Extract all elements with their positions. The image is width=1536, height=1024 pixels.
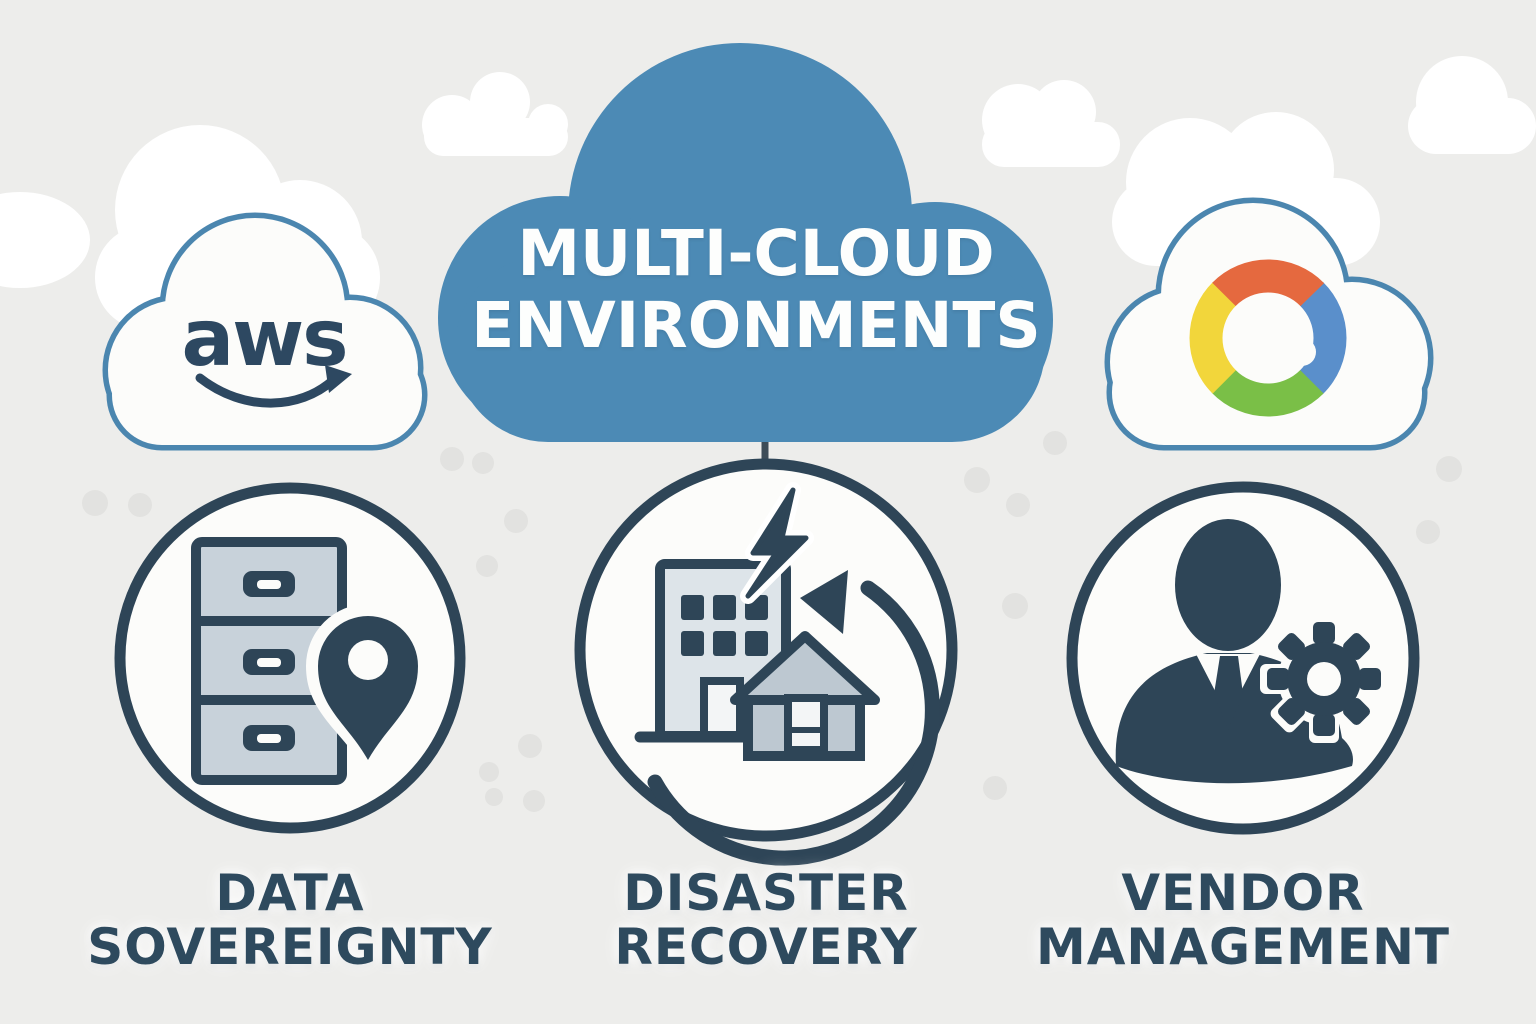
- gcp-color-ring: [1189, 259, 1347, 417]
- card-label-line: DATA: [215, 864, 365, 922]
- aws-cloud-logo: aws: [102, 212, 428, 451]
- dots-decoration: [82, 431, 1462, 812]
- necktie: [1214, 656, 1243, 730]
- aws-wordmark: aws: [181, 294, 346, 384]
- gear-icon: [1260, 615, 1388, 743]
- businessperson-gear-icon: [1115, 519, 1388, 784]
- lightning-icon: [740, 482, 814, 604]
- card-label-data-sovereignty: DATA SOVEREIGNTY: [30, 866, 550, 974]
- page-title-line2: ENVIRONMENTS: [471, 289, 1041, 362]
- card-label-line: RECOVERY: [614, 918, 918, 976]
- page-title: MULTI-CLOUD ENVIRONMENTS: [450, 218, 1062, 362]
- building-lightning-recovery-arrow-icon: [634, 482, 940, 866]
- card-label-line: MANAGEMENT: [1035, 918, 1451, 976]
- google-cloud-logo: [1104, 197, 1434, 451]
- amazon-smile-icon: [195, 365, 352, 408]
- page-title-line1: MULTI-CLOUD: [517, 217, 995, 290]
- gcp-inner-cloud: [1230, 304, 1316, 366]
- file-cabinet-icon: [191, 537, 347, 785]
- recovery-arrow-icon: [647, 570, 940, 866]
- location-pin-icon: [306, 603, 431, 774]
- card-label-line: DISASTER: [623, 864, 909, 922]
- house-icon: [730, 631, 880, 761]
- file-cabinet-location-pin-icon: [191, 537, 431, 785]
- card-label-line: SOVEREIGNTY: [87, 918, 493, 976]
- card-label-disaster-recovery: DISASTER RECOVERY: [506, 866, 1026, 974]
- cloud-decoration-top-center: [422, 72, 568, 156]
- main-cloud-shape: [438, 43, 1053, 442]
- cloud-decoration-corner-right: [1408, 56, 1536, 154]
- card-label-line: VENDOR: [1121, 864, 1365, 922]
- cloud-decoration-top-right-small: [982, 80, 1120, 167]
- card-label-vendor-management: VENDOR MANAGEMENT: [983, 866, 1503, 974]
